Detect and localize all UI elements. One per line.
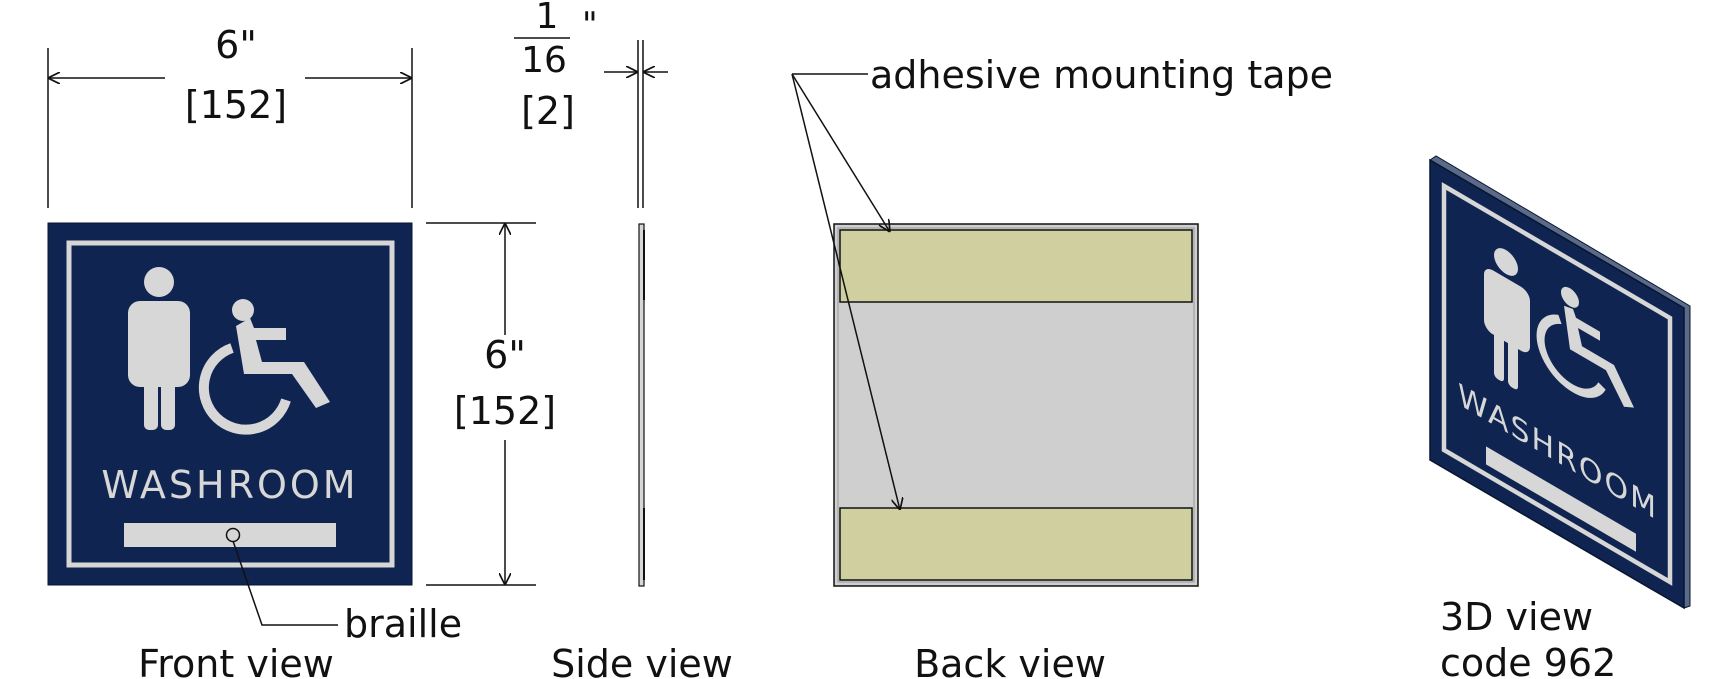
tape-callout: adhesive mounting tape (791, 53, 1333, 510)
front-height-mm: [152] (454, 389, 556, 433)
thickness-unit: " (582, 5, 598, 45)
front-view: 6" [152] WASHROOM (47, 23, 556, 679)
iso-caption-line1: 3D view (1440, 595, 1593, 639)
tape-strip-top (839, 229, 1193, 303)
thickness-numerator: 1 (536, 0, 559, 37)
side-view-caption: Side view (551, 642, 733, 679)
braille-label: braille (344, 602, 462, 646)
male-figure-icon (1484, 248, 1530, 390)
iso-braille-strip (1486, 446, 1636, 552)
male-figure-icon (128, 267, 190, 430)
front-width-dimension: 6" [152] (47, 23, 413, 208)
back-view-caption: Back view (914, 642, 1106, 679)
tape-label: adhesive mounting tape (870, 53, 1333, 97)
wheelchair-accessible-icon (198, 299, 330, 435)
braille-callout: braille (232, 540, 462, 646)
wheelchair-accessible-icon (1536, 286, 1634, 408)
thickness-mm: [2] (521, 89, 575, 133)
thickness-denominator: 16 (521, 40, 567, 81)
side-profile (638, 223, 645, 587)
iso-caption-line2: code 962 (1440, 641, 1616, 679)
front-width-inches: 6" (215, 23, 257, 67)
tape-strip-bottom (839, 507, 1193, 581)
front-view-caption: Front view (138, 642, 334, 679)
side-view: 1 16 " [2] Side view (514, 0, 733, 679)
iso-view: WASHROOM 3D view code 962 (1429, 155, 1691, 679)
thickness-dimension: 1 16 " [2] (514, 0, 668, 208)
sign-text: WASHROOM (101, 463, 358, 507)
front-height-dimension: 6" [152] (426, 222, 556, 586)
front-sign: WASHROOM (47, 222, 413, 586)
sign-border (66, 240, 395, 568)
front-width-mm: [152] (185, 83, 287, 127)
iso-sign-border (1441, 182, 1673, 586)
braille-strip (124, 523, 336, 547)
back-view: adhesive mounting tape Back view (791, 53, 1333, 679)
front-height-inches: 6" (484, 333, 526, 377)
